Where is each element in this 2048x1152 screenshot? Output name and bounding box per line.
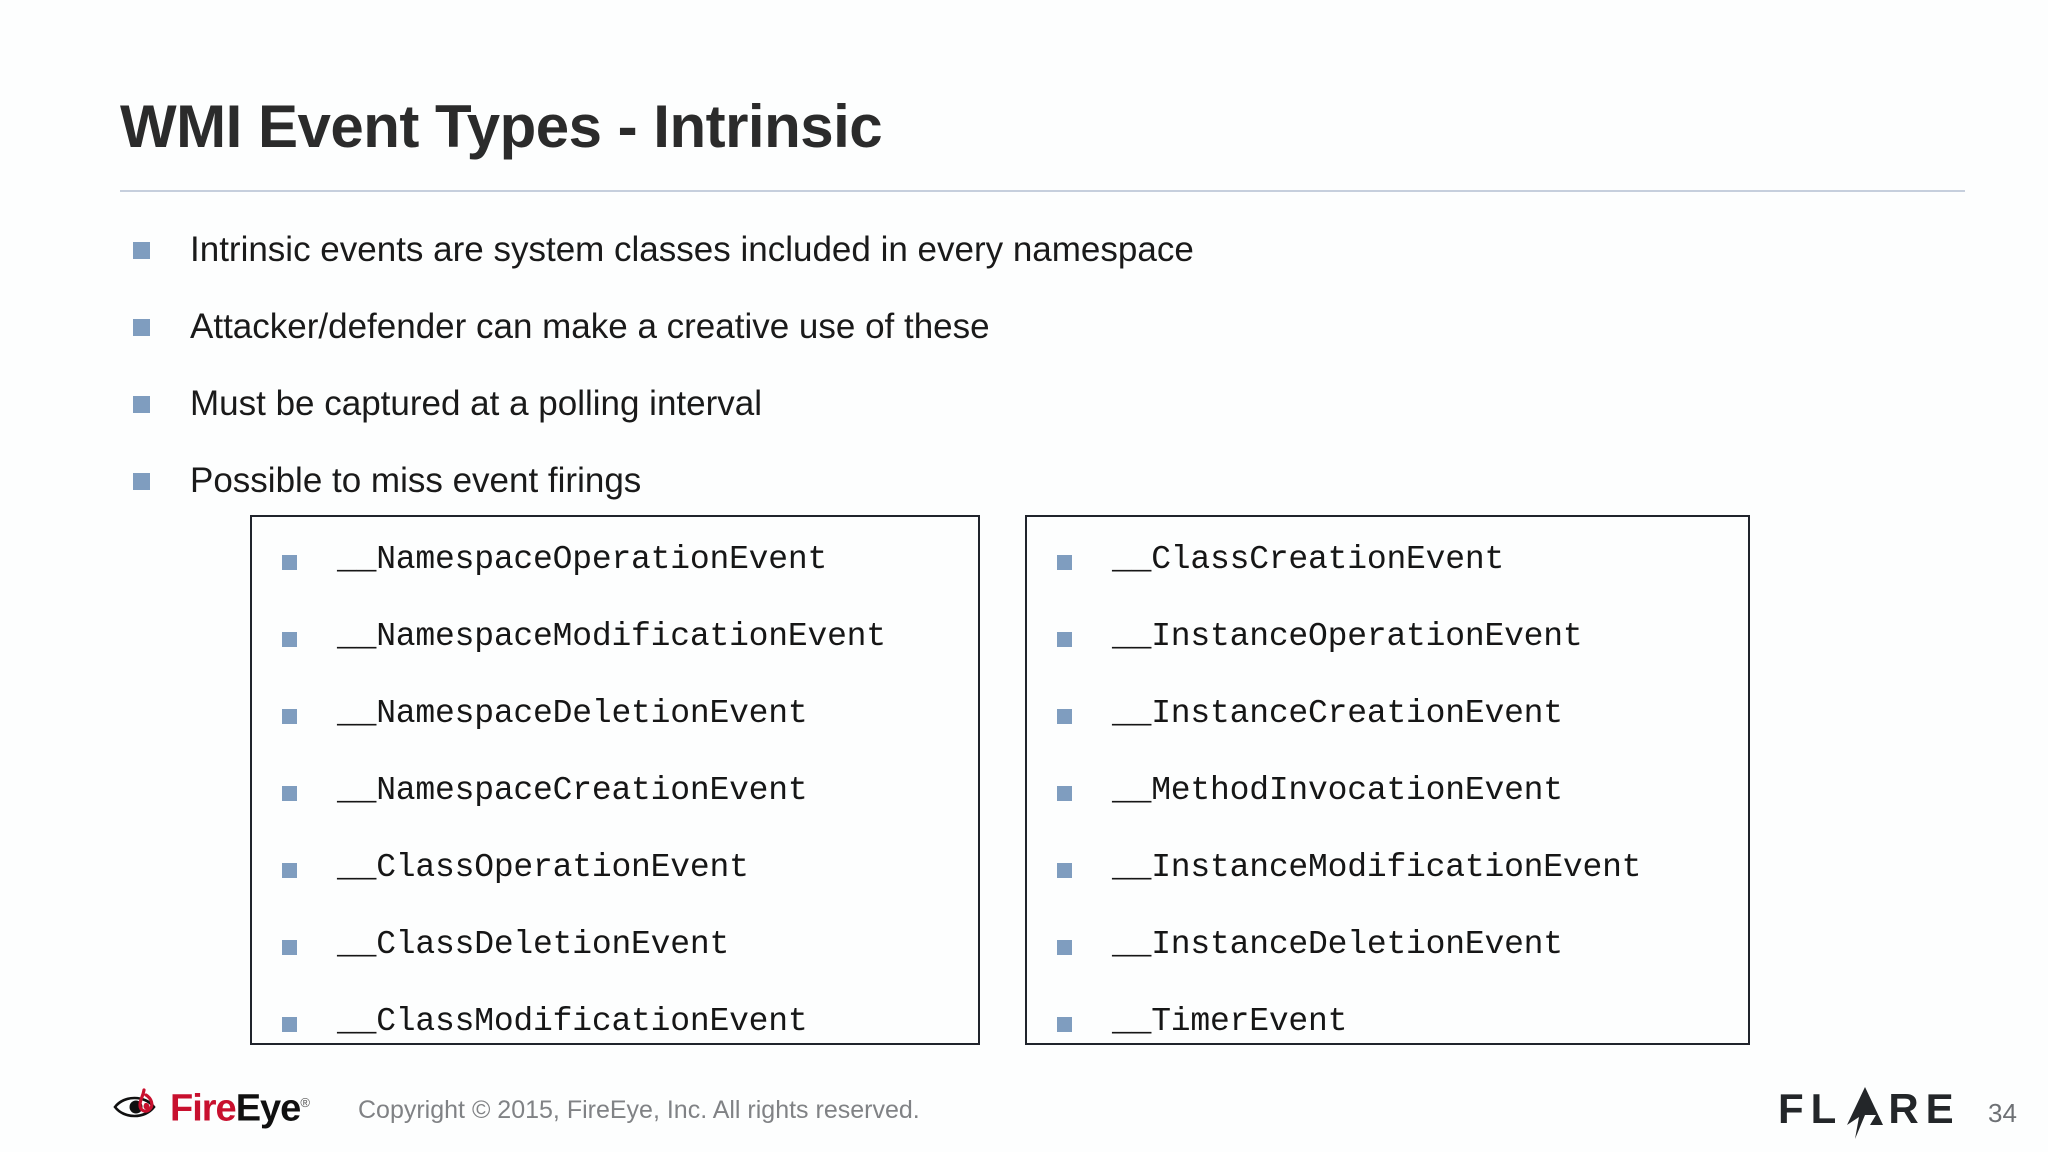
registered-trademark-icon: ® bbox=[300, 1095, 310, 1111]
square-bullet-icon bbox=[282, 863, 297, 878]
fireeye-logo: FireEye® bbox=[112, 1083, 310, 1130]
square-bullet-icon bbox=[282, 786, 297, 801]
square-bullet-icon bbox=[1057, 555, 1072, 570]
event-class-name: __ClassDeletionEvent bbox=[337, 926, 730, 963]
bullet-label: Possible to miss event firings bbox=[190, 461, 642, 500]
list-item: __NamespaceOperationEvent bbox=[282, 539, 972, 616]
title-divider bbox=[120, 190, 1965, 192]
square-bullet-icon bbox=[1057, 1017, 1072, 1032]
list-item: Attacker/defender can make a creative us… bbox=[133, 305, 1833, 382]
square-bullet-icon bbox=[282, 632, 297, 647]
list-item: __TimerEvent bbox=[1057, 1001, 1742, 1078]
list-item: __NamespaceCreationEvent bbox=[282, 770, 972, 847]
square-bullet-icon bbox=[133, 319, 150, 336]
flare-word-fl: FL bbox=[1778, 1085, 1844, 1132]
event-class-name: __NamespaceModificationEvent bbox=[337, 618, 886, 655]
list-item: __NamespaceModificationEvent bbox=[282, 616, 972, 693]
right-event-class-box: __ClassCreationEvent __InstanceOperation… bbox=[1025, 515, 1750, 1045]
copyright-text: Copyright © 2015, FireEye, Inc. All righ… bbox=[358, 1096, 920, 1124]
page-title: WMI Event Types - Intrinsic bbox=[120, 93, 883, 160]
square-bullet-icon bbox=[282, 555, 297, 570]
square-bullet-icon bbox=[282, 1017, 297, 1032]
event-class-name: __InstanceDeletionEvent bbox=[1112, 926, 1563, 963]
bullet-label: Attacker/defender can make a creative us… bbox=[190, 307, 990, 346]
left-event-class-box: __NamespaceOperationEvent __NamespaceMod… bbox=[250, 515, 980, 1045]
square-bullet-icon bbox=[1057, 786, 1072, 801]
square-bullet-icon bbox=[282, 709, 297, 724]
right-event-list: __ClassCreationEvent __InstanceOperation… bbox=[1057, 539, 1742, 1078]
bullet-label: Must be captured at a polling interval bbox=[190, 384, 762, 423]
square-bullet-icon bbox=[1057, 940, 1072, 955]
list-item: __ClassOperationEvent bbox=[282, 847, 972, 924]
list-item: __ClassDeletionEvent bbox=[282, 924, 972, 1001]
flare-logo: FL RE bbox=[1778, 1085, 1961, 1139]
fireeye-wordmark: FireEye® bbox=[170, 1083, 310, 1130]
square-bullet-icon bbox=[1057, 709, 1072, 724]
list-item: __ClassCreationEvent bbox=[1057, 539, 1742, 616]
fireeye-eye-icon bbox=[113, 1088, 156, 1118]
main-bullet-list: Intrinsic events are system classes incl… bbox=[133, 228, 1833, 536]
list-item: __NamespaceDeletionEvent bbox=[282, 693, 972, 770]
list-item: Intrinsic events are system classes incl… bbox=[133, 228, 1833, 305]
page-number: 34 bbox=[1988, 1098, 2017, 1128]
event-class-name: __InstanceCreationEvent bbox=[1112, 695, 1563, 732]
list-item: __InstanceOperationEvent bbox=[1057, 616, 1742, 693]
event-class-name: __NamespaceCreationEvent bbox=[337, 772, 808, 809]
event-class-name: __MethodInvocationEvent bbox=[1112, 772, 1563, 809]
left-event-list: __NamespaceOperationEvent __NamespaceMod… bbox=[282, 539, 972, 1078]
list-item: Must be captured at a polling interval bbox=[133, 382, 1833, 459]
list-item: Possible to miss event firings bbox=[133, 459, 1833, 536]
list-item: __InstanceCreationEvent bbox=[1057, 693, 1742, 770]
fireeye-word-eye: Eye bbox=[235, 1087, 302, 1130]
event-class-name: __TimerEvent bbox=[1112, 1003, 1348, 1040]
bullet-label: Intrinsic events are system classes incl… bbox=[190, 230, 1194, 269]
event-class-name: __NamespaceOperationEvent bbox=[337, 541, 828, 578]
event-class-name: __ClassModificationEvent bbox=[337, 1003, 808, 1040]
list-item: __MethodInvocationEvent bbox=[1057, 770, 1742, 847]
square-bullet-icon bbox=[1057, 632, 1072, 647]
fireeye-word-fire: Fire bbox=[170, 1087, 237, 1130]
event-class-name: __NamespaceDeletionEvent bbox=[337, 695, 808, 732]
square-bullet-icon bbox=[133, 242, 150, 259]
square-bullet-icon bbox=[282, 940, 297, 955]
event-class-name: __ClassCreationEvent bbox=[1112, 541, 1505, 578]
event-class-name: __InstanceModificationEvent bbox=[1112, 849, 1642, 886]
list-item: __InstanceDeletionEvent bbox=[1057, 924, 1742, 1001]
event-class-name: __InstanceOperationEvent bbox=[1112, 618, 1583, 655]
lightning-bolt-a-icon bbox=[1847, 1087, 1884, 1139]
list-item: __ClassModificationEvent bbox=[282, 1001, 972, 1078]
flare-word-re: RE bbox=[1888, 1085, 1961, 1132]
event-class-name: __ClassOperationEvent bbox=[337, 849, 749, 886]
list-item: __InstanceModificationEvent bbox=[1057, 847, 1742, 924]
square-bullet-icon bbox=[133, 473, 150, 490]
square-bullet-icon bbox=[1057, 863, 1072, 878]
square-bullet-icon bbox=[133, 396, 150, 413]
